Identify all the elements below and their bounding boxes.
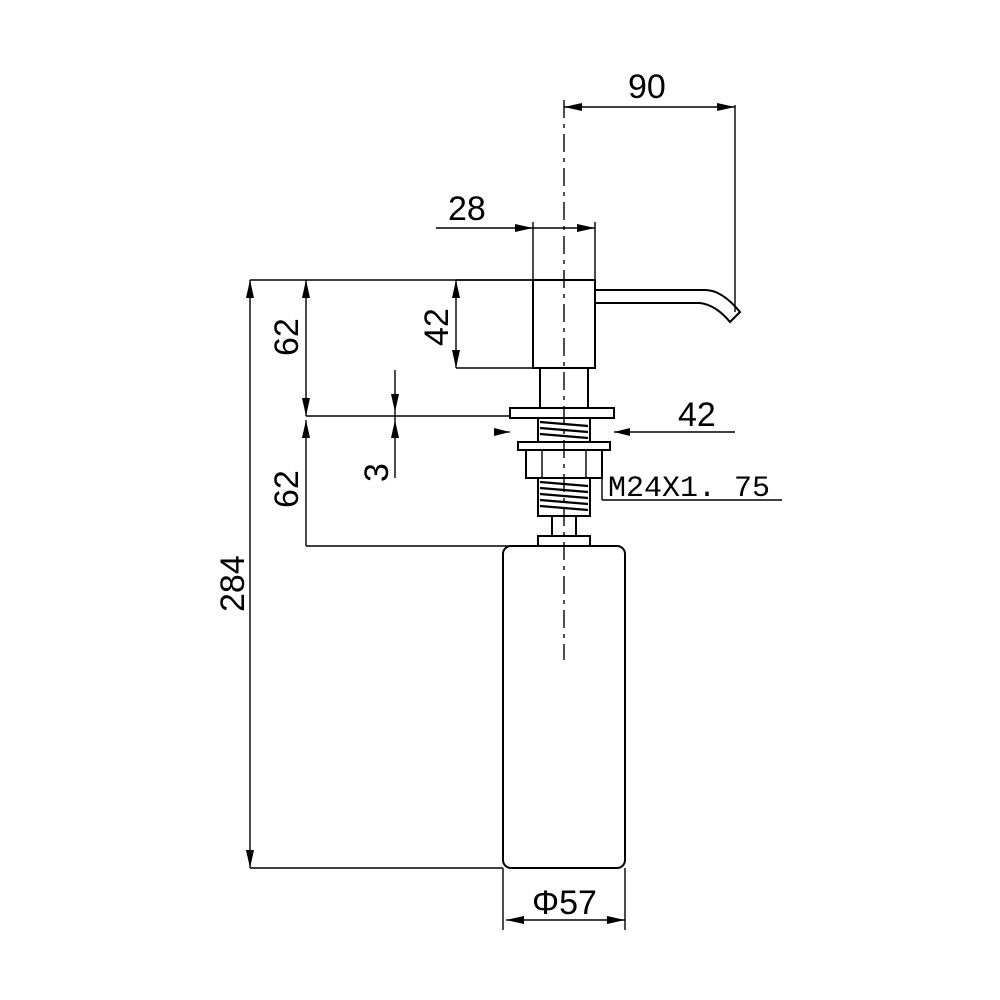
spout — [595, 289, 742, 324]
dim-label-62-top: 62 — [268, 318, 306, 356]
thread-callout: M24X1. 75 — [601, 465, 782, 506]
dispenser-part — [502, 100, 742, 869]
dim-label-62-shank: 62 — [268, 470, 306, 508]
dim-label-42-flange: 42 — [678, 396, 716, 434]
dim-head-width: 28 — [436, 190, 596, 280]
dim-spout-reach: 90 — [564, 68, 736, 312]
dim-label-phi57: Φ57 — [532, 884, 597, 922]
dim-label-42-vertical: 42 — [418, 308, 456, 346]
dim-top-section: 62 — [250, 279, 533, 417]
dim-total-height: 284 — [214, 280, 503, 869]
dim-label-284: 284 — [214, 555, 252, 612]
thread-spec-label: M24X1. 75 — [608, 472, 770, 506]
dim-label-90: 90 — [628, 68, 666, 106]
dim-bottle-diameter: Φ57 — [502, 868, 626, 930]
dim-label-3: 3 — [358, 463, 396, 482]
dim-shank: 62 — [268, 420, 538, 547]
dim-head-height: 42 — [418, 279, 533, 369]
soap-bottle — [502, 545, 626, 869]
dim-flange-thickness: 3 — [358, 370, 399, 482]
dim-label-28: 28 — [448, 190, 486, 228]
dim-flange-diameter: 42 — [494, 396, 735, 436]
mounting-flange — [509, 407, 615, 419]
